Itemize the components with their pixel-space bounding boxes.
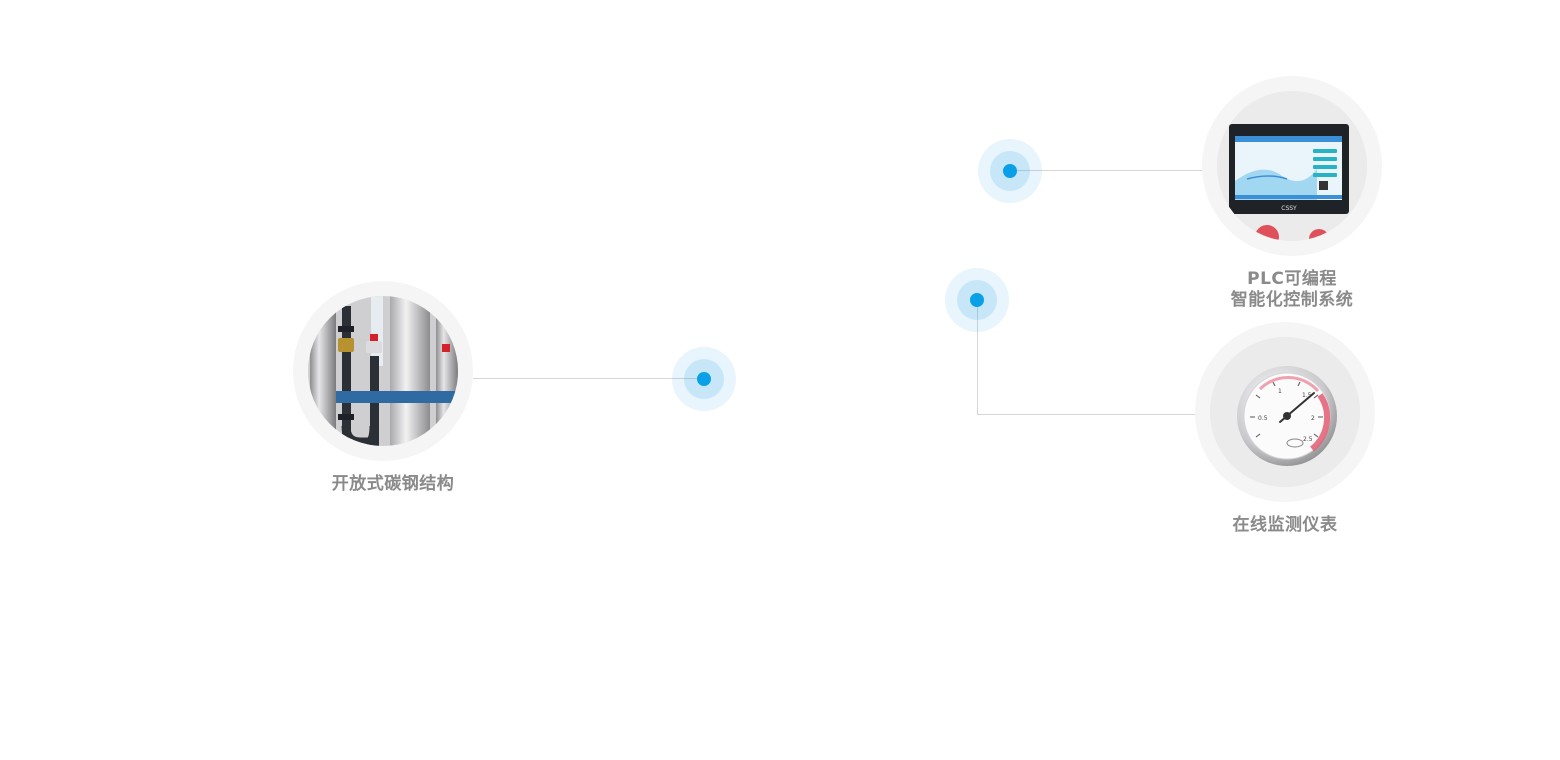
hotspot-online-meter[interactable] xyxy=(945,268,1009,332)
connector-line-meter-vertical xyxy=(977,300,978,415)
hotspot-steel-structure[interactable] xyxy=(672,347,736,411)
gauge-tick-1-5: 1.5 xyxy=(1302,392,1312,399)
plc-touchscreen-image: CSSY xyxy=(1217,91,1367,241)
hotspot-dot xyxy=(1003,164,1017,178)
steel-structure-image xyxy=(308,296,458,446)
pressure-gauge-image: 0.5 1 1.5 2 2.5 xyxy=(1210,337,1360,487)
connector-line-plc xyxy=(1010,170,1216,171)
connector-line-steel xyxy=(473,378,703,379)
feature-steel-structure xyxy=(293,281,473,461)
gauge-tick-2-5: 2.5 xyxy=(1303,436,1313,443)
feature-label-plc-system: PLC可编程 智能化控制系统 xyxy=(1172,269,1412,311)
hotspot-dot xyxy=(970,293,984,307)
feature-label-plc-line2: 智能化控制系统 xyxy=(1230,290,1354,310)
feature-label-online-meter: 在线监测仪表 xyxy=(1232,515,1338,535)
gauge-tick-2: 2 xyxy=(1311,415,1315,422)
feature-label-plc-line1: PLC可编程 xyxy=(1247,269,1337,289)
plc-screen-brand: CSSY xyxy=(1281,205,1297,212)
feature-plc-system: CSSY xyxy=(1202,76,1382,256)
gauge-tick-1: 1 xyxy=(1278,388,1282,395)
feature-online-meter: 0.5 1 1.5 2 2.5 xyxy=(1195,322,1375,502)
connector-line-meter-horizontal xyxy=(977,414,1210,415)
hotspot-plc-system[interactable] xyxy=(978,139,1042,203)
gauge-tick-0-5: 0.5 xyxy=(1258,415,1268,422)
feature-label-steel-structure: 开放式碳钢结构 xyxy=(331,474,455,494)
hotspot-dot xyxy=(697,372,711,386)
